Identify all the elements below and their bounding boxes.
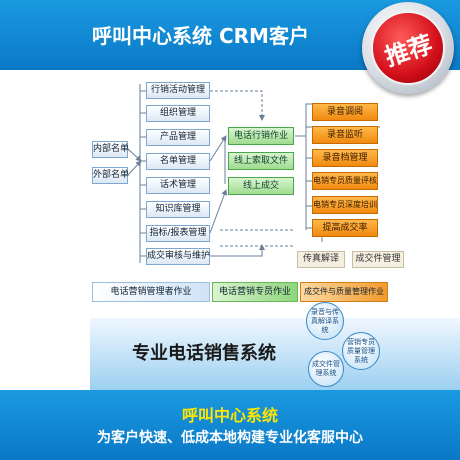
agent-box-online-docs: 线上索取文件 [228, 152, 294, 170]
banner-manager-ops: 电话营销管理者作业 [92, 282, 210, 302]
footer-bar: 呼叫中心系统 为客户快速、低成本地构建专业化客服中心 [0, 390, 460, 460]
quality-box-recording-monitor: 录音监听 [312, 126, 378, 144]
system-band [90, 318, 460, 390]
manager-box-knowledge: 知识库管理 [146, 201, 210, 218]
recommend-badge-center: 推荐 [371, 11, 445, 85]
manager-box-list: 名单管理 [146, 153, 210, 170]
bottom-box-fax: 传真解译 [297, 251, 345, 268]
system-title: 专业电话销售系统 [132, 343, 276, 364]
bottom-box-deal-mgmt: 成交件管理 [352, 251, 404, 268]
footer-subtitle: 为客户快速、低成本地构建专业化客服中心 [97, 430, 363, 446]
banner-agent-ops: 电话营销专员作业 [212, 282, 298, 302]
left-input-external-list: 外部名单 [92, 167, 129, 184]
crm-diagram: 内部名单 外部名单 行销活动管理 组织管理 产品管理 名单管理 话术管理 知识库… [0, 70, 460, 390]
feature-circle-recording: 录音与传真解译系统 [306, 302, 344, 340]
manager-box-campaign: 行销活动管理 [146, 82, 210, 99]
manager-box-metrics: 指标/报表管理 [146, 225, 210, 242]
quality-box-agent-evaluation: 电销专员质量评核 [312, 172, 378, 190]
quality-box-recording-files: 录音档管理 [312, 149, 378, 167]
feature-circle-deal: 成交件管理系统 [308, 351, 344, 387]
quality-box-agent-training: 电销专员深度培训 [312, 196, 378, 214]
quality-box-recording-review: 录音调阅 [312, 103, 378, 121]
footer-title: 呼叫中心系统 [181, 406, 278, 425]
agent-box-telemarketing: 电话行销作业 [228, 127, 294, 145]
banner-quality-ops: 成交件与质量管理作业 [300, 282, 388, 302]
manager-box-product: 产品管理 [146, 129, 210, 146]
quality-box-close-rate: 提高成交率 [312, 219, 378, 237]
header-title: 呼叫中心系统 CRM客户 [92, 24, 309, 48]
left-input-internal-list: 内部名单 [92, 141, 129, 158]
manager-box-organization: 组织管理 [146, 105, 210, 122]
manager-box-deal-review: 成交审核与维护 [146, 248, 210, 265]
feature-circle-quality: 营销专员质量管理系统 [342, 332, 380, 370]
manager-box-script: 话术管理 [146, 177, 210, 194]
agent-box-online-deal: 线上成交 [228, 177, 294, 195]
recommend-badge-label: 推荐 [381, 30, 436, 72]
recommend-badge: 推荐 [362, 2, 454, 94]
